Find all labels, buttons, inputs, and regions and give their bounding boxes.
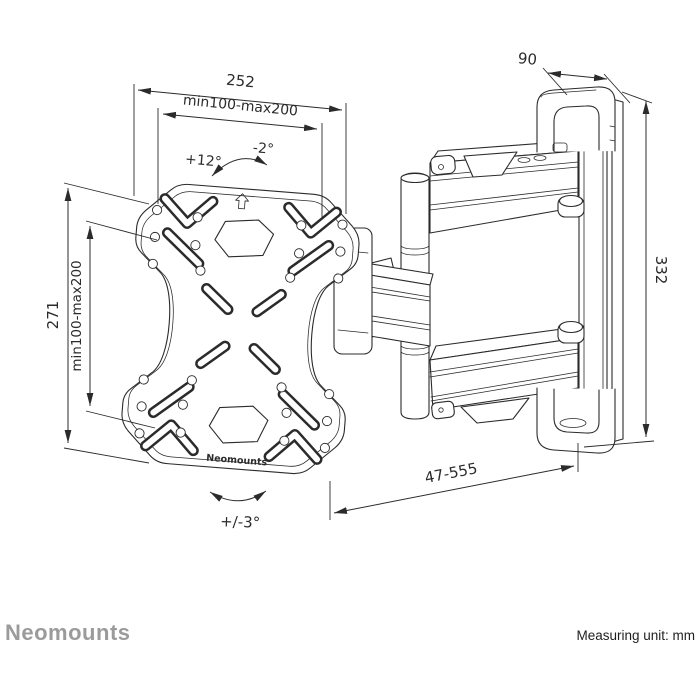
hexagon-cutout-top (214, 219, 275, 258)
arm-bracket (460, 397, 530, 424)
hinge-knuckle-bottom (557, 320, 585, 344)
plate-logo: Neomounts (206, 453, 268, 469)
dim-vesa-height-label: min100-max200 (69, 260, 85, 371)
dim-tilt-up-label: +12° (184, 151, 222, 170)
chevron-slot-bottom-left (140, 419, 199, 457)
dim-bracket-height-label: 332 (652, 256, 670, 285)
hinge-cap (400, 172, 430, 184)
wall-flange (611, 98, 624, 443)
top-arm (429, 139, 587, 234)
brand-logo: Neomounts (5, 620, 131, 645)
vesa-plate: Neomounts (121, 183, 360, 475)
dim-bracket-depth-label: 90 (517, 49, 538, 69)
chevron-slot-top-left (159, 193, 219, 229)
diagonal-slots (147, 227, 335, 431)
wall-hook-top (536, 86, 616, 153)
measuring-unit-label: Measuring unit: mm (576, 628, 695, 643)
dim-plate-width: 252 (133, 71, 347, 214)
up-arrow-cutout (235, 193, 249, 210)
hexagon-cutout-bottom (208, 405, 269, 444)
dim-extension: 47-555 (329, 443, 579, 520)
arm-recess (463, 151, 518, 178)
dim-vesa-height: min100-max200 (69, 220, 158, 429)
hinge-knuckle-top (557, 194, 585, 218)
wall-hook-bottom (536, 387, 616, 454)
dim-swivel-label: +/-3° (220, 512, 261, 531)
mounting-holes (134, 204, 348, 454)
dim-vesa-width-label: min100-max200 (182, 92, 298, 119)
dim-extension-label: 47-555 (423, 459, 479, 487)
dim-tilt: +12° -2° (184, 140, 274, 177)
dim-plate-height-label: 271 (44, 301, 62, 330)
chevron-slot-bottom-right (263, 429, 323, 465)
dim-tilt-down-label: -2° (252, 140, 274, 158)
chevron-slot-top-right (283, 201, 342, 239)
dim-bracket-depth: 90 (517, 49, 631, 104)
dim-swivel: +/-3° (209, 490, 267, 532)
dim-bracket-height: 332 (583, 91, 670, 448)
dim-plate-width-label: 252 (225, 71, 255, 92)
dim-plate-height: 271 (44, 182, 150, 464)
